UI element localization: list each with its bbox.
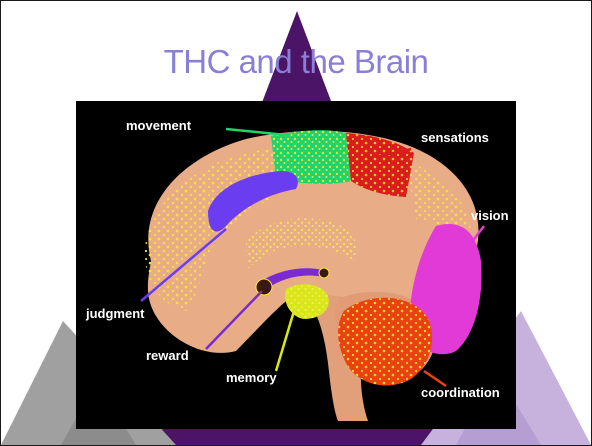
brain-illustration xyxy=(76,101,516,429)
label-movement: movement xyxy=(126,118,191,133)
label-memory: memory xyxy=(226,370,277,385)
movement-leader xyxy=(226,129,286,135)
label-sensations: sensations xyxy=(421,130,489,145)
brain-figure: movement sensations vision judgment rewa… xyxy=(76,101,516,429)
reward-node xyxy=(256,279,272,295)
reward-node-2 xyxy=(319,268,329,278)
coordination-leader xyxy=(424,371,446,386)
slide-title: THC and the Brain xyxy=(1,43,591,81)
memory-leader xyxy=(276,311,294,371)
label-coordination: coordination xyxy=(421,385,500,400)
label-vision: vision xyxy=(471,208,509,223)
label-judgment: judgment xyxy=(86,306,145,321)
label-reward: reward xyxy=(146,348,189,363)
